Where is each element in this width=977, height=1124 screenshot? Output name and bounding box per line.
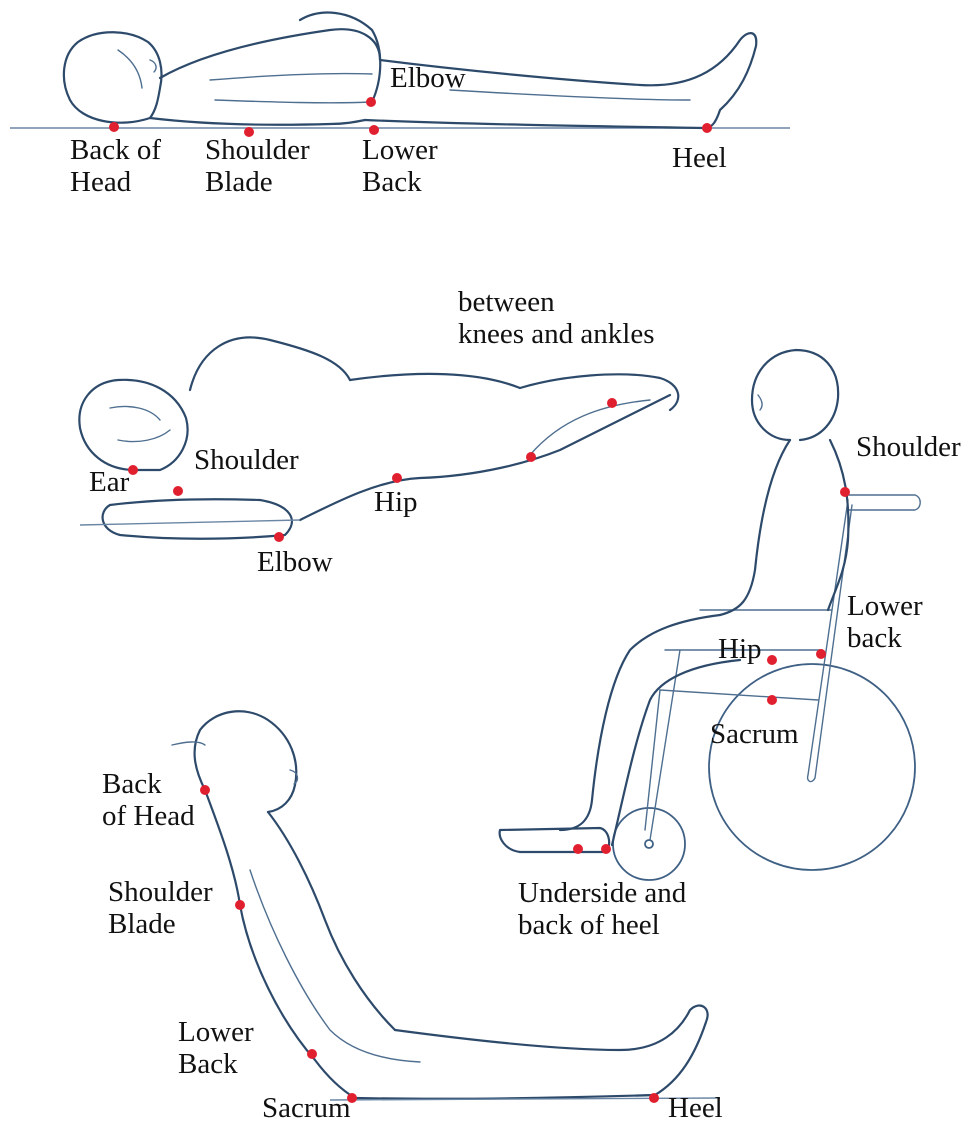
marker-wheelchair-hip (767, 655, 777, 665)
label-supine-lower-back-line1: Lower (362, 134, 438, 166)
label-supine-shoulder-blade-line2: Blade (205, 166, 310, 198)
label-sitting-back-of-head: Back of Head (102, 768, 195, 832)
label-sitting-shoulder-blade: Shoulder Blade (108, 876, 213, 940)
label-supine-shoulder-blade-line1: Shoulder (205, 134, 310, 166)
marker-supine-heel (702, 123, 712, 133)
pressure-point-markers (109, 97, 850, 1103)
marker-side-knee (526, 452, 536, 462)
marker-wheelchair-heel-underside (573, 844, 583, 854)
label-sitting-lower-back-line1: Lower (178, 1016, 254, 1048)
marker-side-shoulder (173, 486, 183, 496)
label-sitting-shoulder-blade-line1: Shoulder (108, 876, 213, 908)
label-wheelchair-lower-back-line1: Lower (847, 590, 923, 622)
label-wheelchair-heel-line2: back of heel (518, 909, 686, 941)
marker-wheelchair-heel-back (601, 844, 611, 854)
label-supine-heel: Heel (672, 142, 727, 174)
marker-sitting-lower-back (307, 1049, 317, 1059)
label-wheelchair-hip: Hip (718, 633, 762, 665)
label-sitting-shoulder-blade-line2: Blade (108, 908, 213, 940)
label-supine-elbow: Elbow (390, 62, 466, 94)
marker-side-hip (392, 473, 402, 483)
label-wheelchair-heel: Underside and back of heel (518, 877, 686, 941)
label-supine-lower-back-line2: Back (362, 166, 438, 198)
label-side-between-knees-ankles: between knees and ankles (458, 286, 655, 350)
label-sitting-heel: Heel (668, 1092, 723, 1124)
label-side-between-line1: between (458, 286, 655, 318)
label-supine-back-of-head-line1: Back of (70, 134, 161, 166)
label-supine-shoulder-blade: Shoulder Blade (205, 134, 310, 198)
label-wheelchair-sacrum: Sacrum (710, 718, 799, 750)
label-wheelchair-lower-back: Lower back (847, 590, 923, 654)
marker-side-elbow (274, 532, 284, 542)
label-wheelchair-shoulder: Shoulder (856, 431, 961, 463)
label-side-elbow: Elbow (257, 546, 333, 578)
marker-sitting-heel (649, 1093, 659, 1103)
label-sitting-lower-back: Lower Back (178, 1016, 254, 1080)
label-supine-back-of-head: Back of Head (70, 134, 161, 198)
label-supine-lower-back: Lower Back (362, 134, 438, 198)
marker-side-between-knees-ankles (607, 398, 617, 408)
marker-supine-back-of-head (109, 122, 119, 132)
label-sitting-back-of-head-line2: of Head (102, 800, 195, 832)
label-sitting-back-of-head-line1: Back (102, 768, 195, 800)
label-sitting-sacrum: Sacrum (262, 1092, 351, 1124)
label-side-ear: Ear (89, 466, 129, 498)
marker-sitting-shoulder-blade (235, 900, 245, 910)
label-wheelchair-heel-line1: Underside and (518, 877, 686, 909)
marker-wheelchair-shoulder (840, 487, 850, 497)
label-side-between-line2: knees and ankles (458, 318, 655, 350)
marker-supine-elbow (366, 97, 376, 107)
label-wheelchair-lower-back-line2: back (847, 622, 923, 654)
marker-wheelchair-lower-back (816, 649, 826, 659)
marker-side-ear (128, 465, 138, 475)
label-side-hip: Hip (374, 486, 418, 518)
label-supine-back-of-head-line2: Head (70, 166, 161, 198)
label-side-shoulder: Shoulder (194, 444, 299, 476)
label-sitting-lower-back-line2: Back (178, 1048, 254, 1080)
marker-wheelchair-sacrum (767, 695, 777, 705)
marker-sitting-back-of-head (200, 785, 210, 795)
